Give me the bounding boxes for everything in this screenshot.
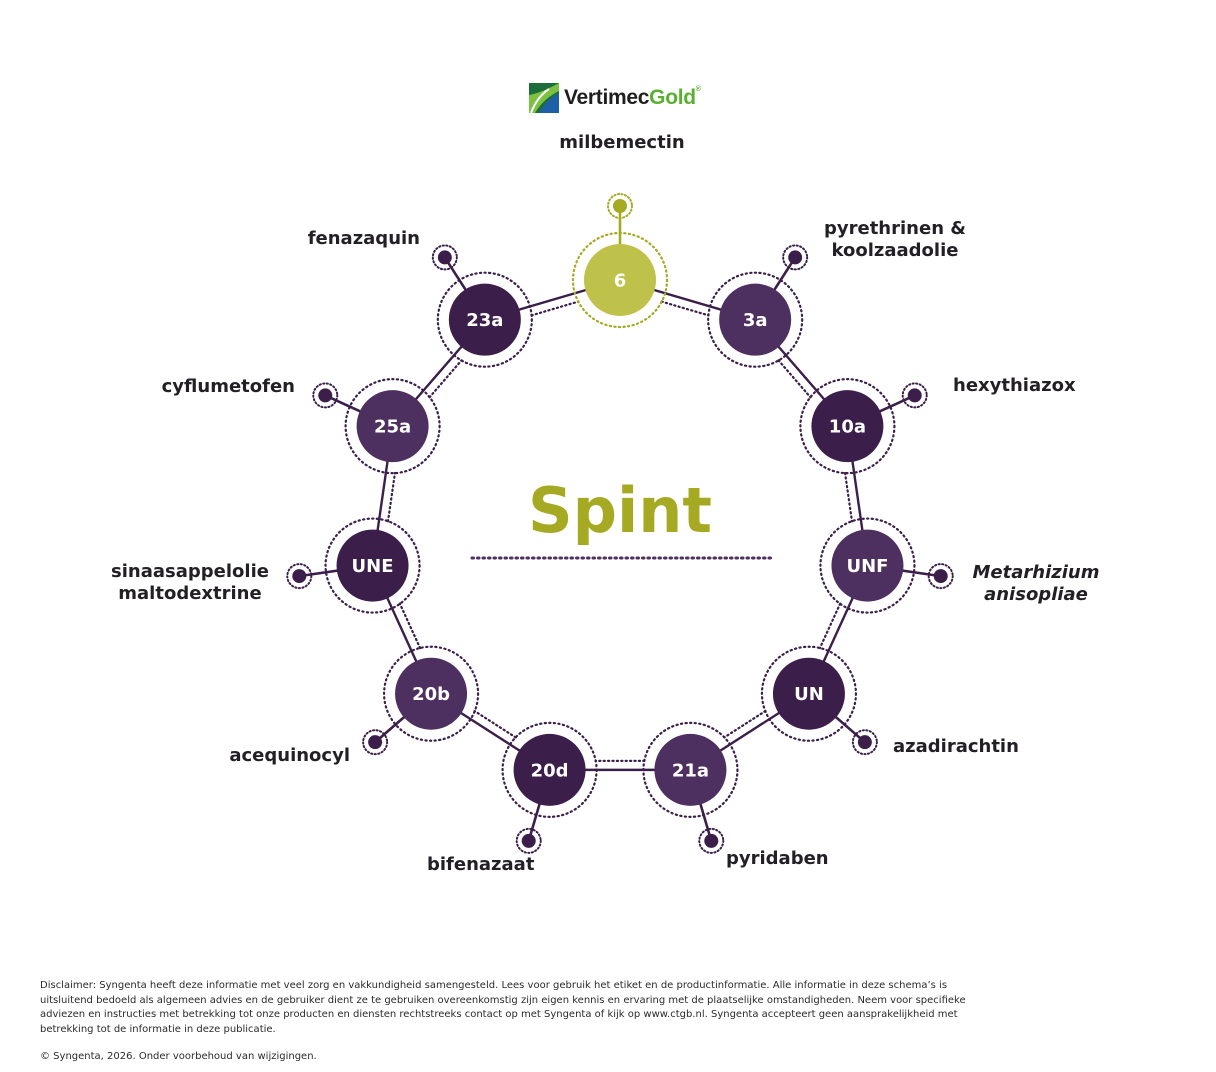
label-hexythiazox: hexythiazox [953,375,1076,396]
spoke-end-dot [613,199,627,213]
connector-dotted-line [843,471,854,523]
node-halo [642,721,739,818]
label-milbemectin: milbemectin [559,132,685,153]
spoke-end-dot [857,735,872,750]
node-21a [654,733,727,806]
node-code-label: 25a [374,417,411,438]
connector-dotted-line [398,602,422,650]
node-10a [811,390,884,463]
spoke-end-dot [437,250,452,265]
spoke-end-halo [431,244,458,271]
node-code-label: UNE [352,556,394,577]
connector-dotted-line [386,471,397,523]
spoke-end-dot [907,388,922,403]
node-code-label: 20d [531,760,569,781]
brand-name-part2: Gold [649,86,696,109]
diagram-title: Spint [528,474,712,547]
spoke-end-halo [901,382,928,409]
node-25a [356,390,429,463]
node-halo [819,517,916,614]
spoke-end-dot [292,569,307,584]
node-code-label: 21a [672,760,709,781]
node-6 [584,244,656,316]
node-code-label: 10a [829,417,866,438]
spoke-end-halo [515,827,542,854]
node-une [336,529,409,602]
node-halo [571,231,669,329]
spoke-end-halo [286,563,313,590]
node-halo [799,378,896,475]
connector-dotted-line [818,602,842,650]
brand-name: VertimecGold® [564,86,701,110]
label-acequinocyl: acequinocyl [229,745,350,766]
node-20b [395,657,468,730]
spoke-end-halo [362,729,389,756]
node-halo [760,645,858,742]
label-sinaasappelolie-line2: maltodextrine [118,583,262,604]
label-bifenazaat: bifenazaat [427,854,535,875]
node-code-label: 20b [412,684,450,705]
vertimec-gold-logo-icon [529,83,559,113]
node-halo [707,271,804,368]
spoke-end-dot [318,388,333,403]
node-halo [501,721,598,818]
spoke-end-halo [312,382,339,409]
brand-registered-mark: ® [695,86,701,93]
label-pyrethrinen: pyrethrinen & koolzaadolie [820,218,970,262]
node-code-label: 23a [466,310,503,331]
spoke-end-dot [704,833,719,848]
connector-dotted-line [473,709,517,739]
spoke-end-dot [368,735,383,750]
node-code-label: UNF [846,556,888,577]
node-un [772,657,845,730]
spoke-end-halo [927,563,954,590]
node-code-label: 6 [614,271,627,292]
spoke-end-dot [933,569,948,584]
label-metarhizium-line1: Metarhizium [972,562,1100,583]
label-metarhizium: Metarhizium anisopliae [966,562,1106,606]
label-fenazaquin: fenazaquin [307,228,420,249]
spoke-end-halo [698,827,725,854]
node-unf [831,529,904,602]
node-code-label: UN [794,684,824,705]
connector-dotted-line [723,709,767,739]
node-halo [436,271,533,368]
connector-dotted-line [428,359,463,399]
node-3a [719,283,792,356]
brand-logo: VertimecGold® [529,82,701,114]
spoke-end-dot [788,250,803,265]
label-pyridaben: pyridaben [726,848,829,869]
label-metarhizium-line2: anisopliae [984,584,1088,605]
label-pyrethrinen-line2: koolzaadolie [831,240,959,261]
connector-dotted-line [660,300,710,317]
copyright-text: © Syngenta, 2026. Onder voorbehoud van w… [40,1051,317,1062]
node-20d [513,733,586,806]
disclaimer-text: Disclaimer: Syngenta heeft deze informat… [40,980,966,1035]
connector-dotted-line [530,300,580,317]
label-sinaasappelolie-line1: sinaasappelolie [111,561,269,582]
label-sinaasappelolie: sinaasappelolie maltodextrine [100,561,280,605]
brand-name-part1: Vertimec [564,86,650,109]
node-halo [324,517,421,614]
spoke-end-halo [607,193,633,219]
spoke-end-halo [782,244,809,271]
spoke-end-dot [521,833,536,848]
label-pyrethrinen-line1: pyrethrinen & [824,218,966,239]
label-cyflumetofen: cyflumetofen [161,376,295,397]
node-halo [344,378,441,475]
node-halo [382,645,480,742]
label-azadirachtin: azadirachtin [893,736,1019,757]
node-code-label: 3a [743,310,768,331]
node-23a [448,283,521,356]
spoke-end-halo [851,729,878,756]
connector-dotted-line [777,359,812,399]
